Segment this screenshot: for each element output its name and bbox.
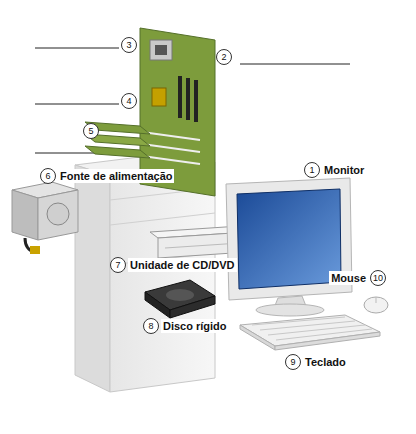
answer-line: [35, 104, 119, 105]
callout-number: 5: [83, 123, 99, 139]
callout: 7Unidade de CD/DVD: [110, 257, 239, 273]
power-supply: [12, 182, 78, 254]
callout: 5: [83, 123, 99, 139]
hard-disk: [145, 280, 215, 318]
callout-number: 9: [285, 354, 301, 370]
part-name: Monitor: [322, 163, 366, 177]
answer-line: [35, 48, 119, 49]
callout-number: 10: [370, 270, 386, 286]
monitor: [226, 178, 352, 316]
callout-number: 3: [121, 37, 137, 53]
callout-number: 7: [110, 257, 126, 273]
callout: 6Fonte de alimentação: [40, 168, 176, 184]
callout: 9Teclado: [285, 354, 350, 370]
callout-number: 2: [216, 49, 232, 65]
callout-number: 4: [121, 93, 137, 109]
callout-number: 6: [40, 168, 56, 184]
answer-line: [240, 64, 350, 65]
callout: 4: [121, 93, 137, 109]
mouse: [364, 297, 388, 313]
callout: 2: [216, 49, 232, 65]
part-name: Fonte de alimentação: [58, 169, 174, 183]
callout: 8Disco rígido: [143, 318, 231, 334]
part-name: Teclado: [303, 355, 348, 369]
callout: 3: [121, 37, 137, 53]
callout-number: 1: [304, 162, 320, 178]
part-name: Mouse: [329, 271, 368, 285]
part-name: Disco rígido: [161, 319, 229, 333]
callout: 1Monitor: [304, 162, 368, 178]
callout: Mouse10: [327, 270, 386, 286]
keyboard: [240, 315, 380, 350]
callout-number: 8: [143, 318, 159, 334]
part-name: Unidade de CD/DVD: [128, 258, 237, 272]
